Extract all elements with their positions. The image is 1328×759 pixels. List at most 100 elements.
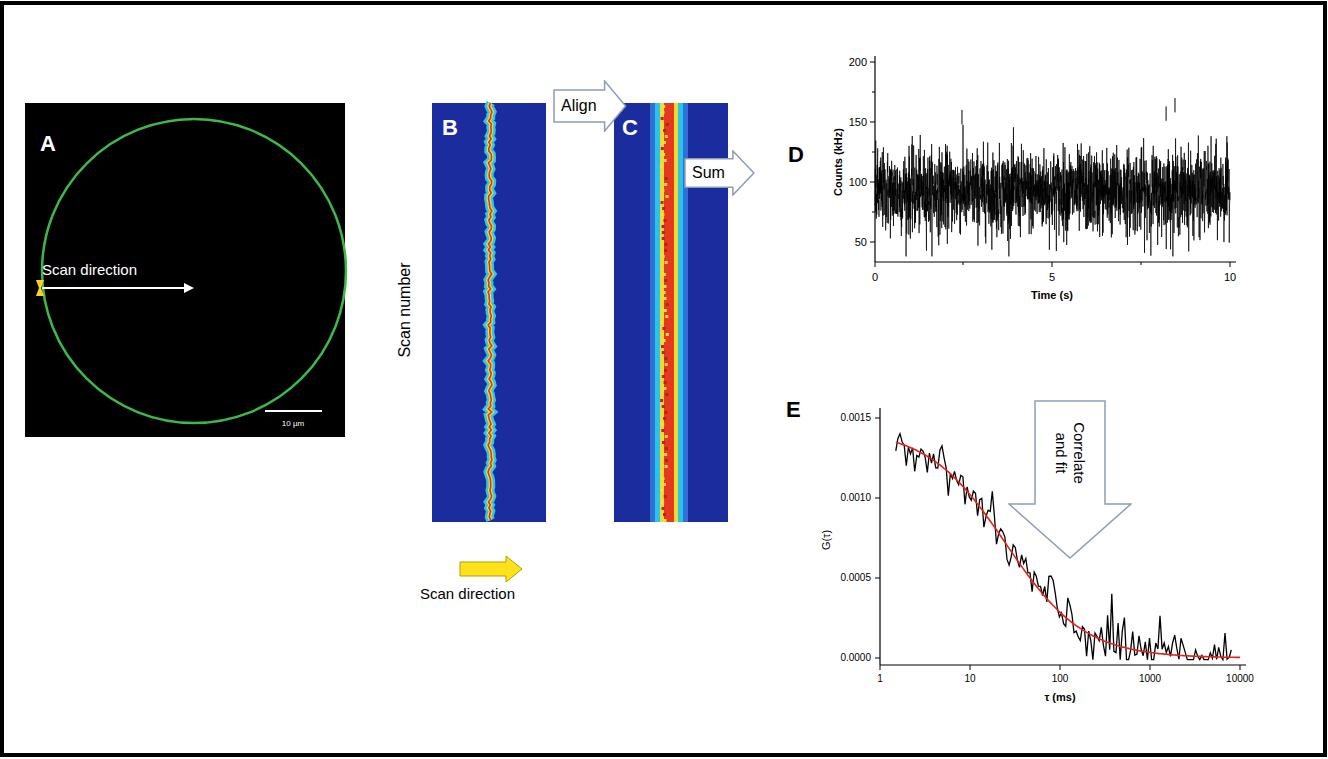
tick-label: 1000	[1139, 673, 1161, 685]
intensity-speckle	[661, 117, 664, 120]
intensity-speckle	[662, 441, 665, 444]
block-arrow: Sum	[684, 150, 755, 196]
count-spike	[1166, 106, 1167, 120]
kymograph-raw	[432, 103, 546, 522]
tick-label: 10000	[1226, 673, 1254, 685]
arrow-label: Align	[561, 96, 597, 115]
intensity-speckle	[662, 105, 665, 108]
tick-label: 200	[849, 56, 867, 69]
intensity-speckle	[662, 207, 665, 210]
intensity-speckle	[664, 297, 667, 300]
intensity-speckle	[665, 435, 668, 438]
intensity-speckle	[665, 447, 668, 450]
block-arrow: Align	[553, 80, 627, 132]
intensity-speckle	[664, 495, 667, 498]
intensity-speckle	[661, 201, 664, 204]
intensity-band	[650, 103, 688, 522]
intensity-speckle	[660, 399, 663, 402]
tick-label: 5	[1049, 271, 1055, 284]
confocal-image	[25, 103, 345, 437]
intensity-speckle	[664, 453, 667, 456]
intensity-speckle	[665, 393, 668, 396]
intensity-speckle	[664, 159, 667, 162]
intensity-speckle	[661, 345, 664, 348]
y-axis	[879, 408, 880, 665]
intensity-speckle	[661, 429, 664, 432]
tick-label: 0.0005	[840, 572, 871, 584]
panel-letter: E	[786, 397, 801, 422]
intensity-speckle	[660, 489, 663, 492]
arrow-outline	[685, 151, 754, 195]
intensity-speckle	[666, 195, 669, 198]
panel-letter: B	[442, 115, 458, 140]
intensity-speckle	[661, 471, 664, 474]
tick-label: 100	[849, 176, 867, 189]
arrow-outline	[1009, 401, 1131, 558]
intensity-speckle	[665, 465, 668, 468]
intensity-band	[660, 103, 678, 522]
intensity-speckle	[662, 237, 665, 240]
intensity-speckle	[663, 291, 666, 294]
intensity-speckle	[663, 285, 666, 288]
intensity-speckle	[661, 267, 664, 270]
scan-direction-arrow	[460, 556, 522, 582]
axis-title: Time (s)	[1031, 289, 1073, 302]
scan-arrowhead	[184, 283, 194, 293]
intensity-speckle	[662, 375, 665, 378]
intensity-speckle	[661, 423, 664, 426]
annotation: Scan direction	[420, 585, 515, 602]
intensity-speckle	[663, 483, 666, 486]
intensity-speckle	[661, 501, 664, 504]
intensity-speckle	[662, 405, 665, 408]
membrane-trace	[488, 103, 492, 520]
panel-letter: A	[40, 131, 56, 156]
intensity-speckle	[662, 327, 665, 330]
intensity-speckle	[665, 363, 668, 366]
axis-title: Scan number	[396, 262, 414, 357]
tick-label: 10	[964, 673, 975, 685]
intensity-speckle	[665, 315, 668, 318]
kymograph-aligned	[614, 103, 728, 522]
intensity-speckle	[662, 231, 665, 234]
intensity-speckle	[660, 321, 663, 324]
intensity-speckle	[664, 183, 667, 186]
intensity-speckle	[661, 477, 664, 480]
axis-title: τ (ms)	[1044, 691, 1075, 704]
tick-label: 0	[872, 271, 878, 284]
axis-title: G(τ)	[820, 530, 833, 550]
intensity-speckle	[661, 111, 664, 114]
intensity-speckle	[662, 351, 665, 354]
intensity-speckle	[665, 135, 668, 138]
x-axis	[875, 261, 1236, 262]
tick-label: 100	[1052, 673, 1069, 685]
intensity-speckle	[663, 513, 666, 516]
membrane-trace	[488, 103, 492, 520]
count-spike	[961, 110, 962, 124]
intensity-speckle	[663, 219, 666, 222]
intensity-speckle	[664, 249, 667, 252]
arrow-outline	[554, 81, 626, 131]
annotation: Scan direction	[42, 261, 137, 278]
intensity-speckle	[665, 459, 668, 462]
intensity-speckle	[663, 387, 666, 390]
intensity-speckle	[663, 129, 666, 132]
scale-label: 10 µm	[282, 419, 304, 428]
tick-label: 150	[849, 116, 867, 129]
intensity-speckle	[666, 333, 669, 336]
intensity-speckle	[664, 411, 667, 414]
count-trace	[875, 125, 1230, 257]
intensity-speckle	[661, 189, 664, 192]
intensity-speckle	[664, 369, 667, 372]
membrane-trace	[488, 103, 492, 520]
intensity-speckle	[664, 357, 667, 360]
scale-bar	[265, 410, 322, 412]
intensity-speckle	[662, 507, 665, 510]
intensity-speckle	[663, 519, 666, 522]
intensity-speckle	[663, 141, 666, 144]
intensity-speckle	[665, 177, 668, 180]
count-spike	[1174, 98, 1175, 112]
scan-line	[42, 287, 186, 289]
intensity-speckle	[661, 213, 664, 216]
